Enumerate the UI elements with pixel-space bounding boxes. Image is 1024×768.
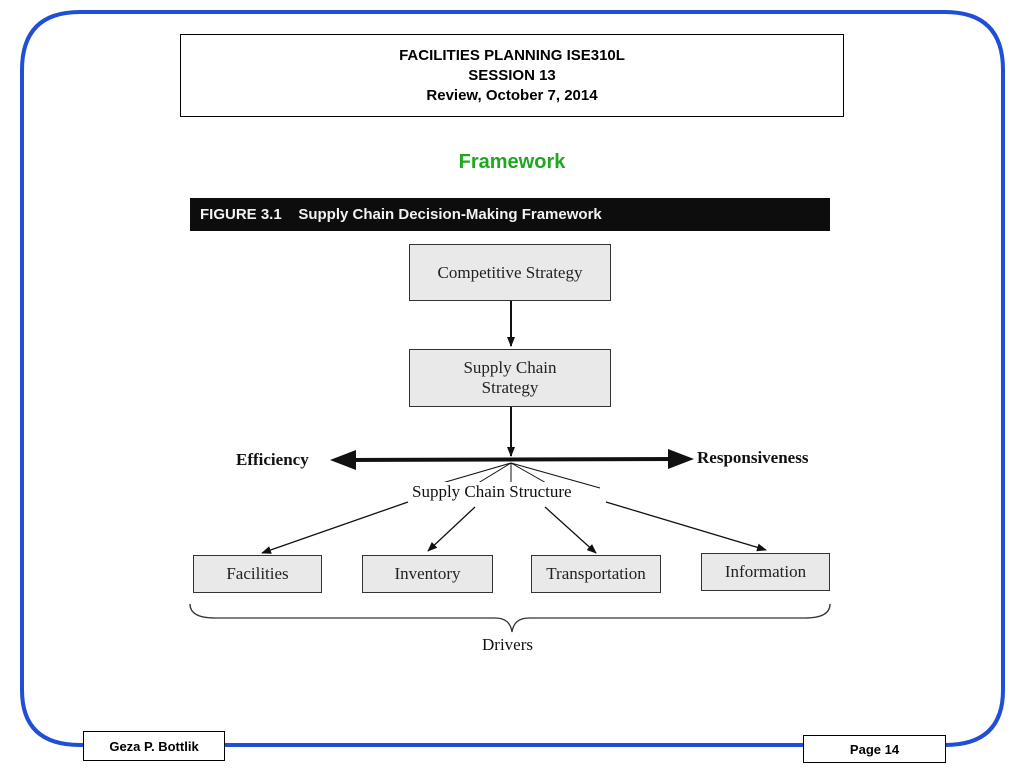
supply-chain-structure-label: Supply Chain Structure bbox=[410, 482, 574, 502]
header-course-title: FACILITIES PLANNING ISE310L bbox=[399, 46, 625, 64]
driver-facilities-label: Facilities bbox=[226, 564, 289, 583]
author-footer: Geza P. Bottlik bbox=[83, 731, 225, 761]
fan-line-5 bbox=[510, 462, 601, 489]
driver-information-box: Information bbox=[701, 553, 830, 591]
driver-inventory-box: Inventory bbox=[362, 555, 493, 593]
supply-chain-strategy-line1: Supply Chain bbox=[463, 358, 557, 377]
arrow-to-information bbox=[605, 501, 767, 552]
header-session: SESSION 13 bbox=[468, 66, 556, 84]
page-number-footer: Page 14 bbox=[803, 735, 946, 763]
competitive-strategy-box: Competitive Strategy bbox=[409, 244, 611, 301]
driver-facilities-box: Facilities bbox=[193, 555, 322, 593]
arrow-to-transportation bbox=[544, 506, 597, 554]
header-date: Review, October 7, 2014 bbox=[426, 86, 598, 104]
driver-information-label: Information bbox=[724, 562, 807, 581]
page-number: Page 14 bbox=[849, 741, 900, 757]
author-name: Geza P. Bottlik bbox=[109, 738, 199, 754]
efficiency-responsiveness-axis bbox=[347, 457, 677, 462]
figure-caption: FIGURE 3.1 Supply Chain Decision-Making … bbox=[190, 198, 830, 231]
header-box: FACILITIES PLANNING ISE310L SESSION 13 R… bbox=[180, 34, 844, 117]
responsiveness-label: Responsiveness bbox=[697, 448, 809, 467]
efficiency-label: Efficiency bbox=[236, 450, 309, 469]
efficiency-arrowhead bbox=[330, 450, 356, 470]
supply-chain-strategy-box: Supply Chain Strategy bbox=[409, 349, 611, 407]
drivers-label: Drivers bbox=[482, 635, 533, 654]
competitive-strategy-label: Competitive Strategy bbox=[437, 262, 583, 282]
drivers-brace bbox=[189, 603, 831, 633]
arrow-to-inventory bbox=[427, 506, 476, 552]
driver-transportation-label: Transportation bbox=[546, 564, 646, 583]
driver-inventory-label: Inventory bbox=[394, 564, 461, 583]
section-title: Framework bbox=[458, 151, 566, 173]
arrow-to-facilities bbox=[261, 501, 409, 554]
supply-chain-strategy-line2: Strategy bbox=[481, 378, 539, 397]
driver-transportation-box: Transportation bbox=[531, 555, 661, 593]
responsiveness-arrowhead bbox=[668, 449, 694, 469]
